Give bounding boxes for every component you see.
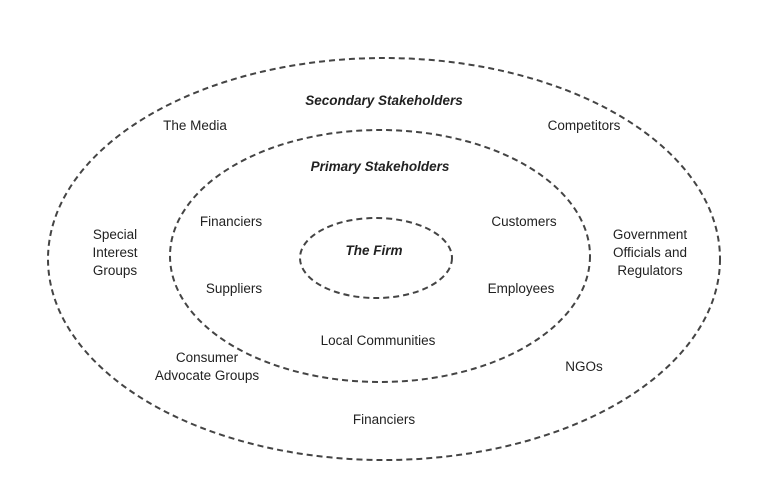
- primary-item: Local Communities: [320, 333, 436, 348]
- secondary-item: Government Officials and Regulators: [612, 227, 688, 278]
- primary-title: Primary Stakeholders: [310, 159, 450, 174]
- primary-item: Customers: [491, 214, 557, 229]
- primary-ellipse: [169, 129, 591, 383]
- primary-item: Financiers: [199, 214, 263, 229]
- firm-title: The Firm: [345, 243, 403, 258]
- secondary-item: Financiers: [352, 412, 416, 427]
- secondary-item: NGOs: [565, 359, 603, 374]
- primary-item: Employees: [487, 281, 555, 296]
- secondary-ellipse: [47, 57, 721, 461]
- secondary-item: Competitors: [547, 118, 621, 133]
- secondary-title: Secondary Stakeholders: [305, 93, 463, 108]
- secondary-item: Consumer Advocate Groups: [154, 350, 260, 383]
- secondary-item: The Media: [163, 118, 227, 133]
- firm-ellipse: [299, 217, 453, 299]
- secondary-item: Special Interest Groups: [92, 227, 138, 278]
- primary-item: Suppliers: [205, 281, 263, 296]
